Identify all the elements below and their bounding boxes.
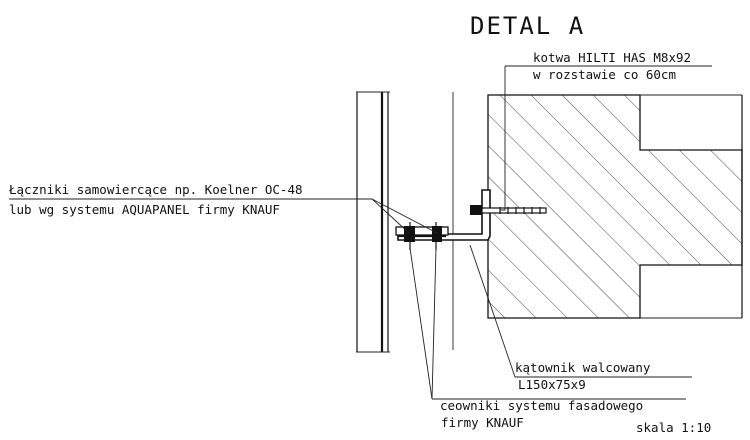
channels-leader-2: [431, 247, 437, 400]
fasteners-label-line1: Łączniki samowiercące np. Koelner OC-48: [8, 182, 303, 197]
anchor-label-line2: w rozstawie co 60cm: [533, 67, 676, 82]
channels-label-line2: firmy KNAUF: [441, 415, 524, 430]
facade-board-assembly: [356, 91, 390, 353]
channels-label-line1: ceowniki systemu fasadowego: [440, 398, 643, 413]
fasteners-leader-2: [371, 198, 438, 234]
fasteners-leader-1: [371, 198, 410, 234]
self-drilling-fasteners: [398, 226, 446, 242]
anchor-leader: [500, 66, 506, 211]
anchor-label-line1: kotwa HILTI HAS M8x92: [533, 50, 691, 65]
hilti-anchor-bolt: [470, 205, 547, 215]
concrete-wall: [487, 94, 743, 319]
detail-title: DETAL A: [470, 12, 585, 40]
angle-label-line1: kątownik walcowany: [515, 360, 651, 375]
angle-leader: [469, 244, 516, 378]
channels-leader-1: [409, 247, 433, 400]
angle-label-line2: L150x75x9: [518, 377, 586, 392]
scale-label: skala 1:10: [636, 420, 711, 435]
fasteners-label-line2: lub wg systemu AQUAPANEL firmy KNAUF: [9, 202, 280, 217]
